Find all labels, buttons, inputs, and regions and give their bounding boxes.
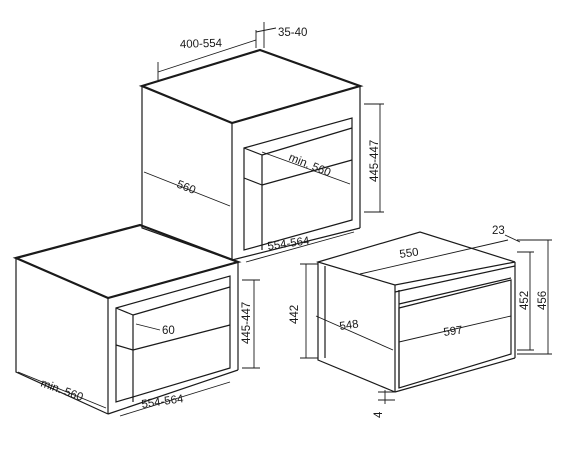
oven-unit xyxy=(315,231,516,393)
undercounter-cabinet xyxy=(12,223,242,415)
label-upper-inner-width: 554-564 xyxy=(267,235,311,253)
dimension-lines xyxy=(17,22,552,417)
label-oven-total-height: 456 xyxy=(537,291,549,310)
label-upper-height: 445-447 xyxy=(369,140,381,182)
label-oven-front-width: 597 xyxy=(443,324,464,339)
label-oven-top-offset: 23 xyxy=(492,225,505,237)
label-lower-depth: min. 560 xyxy=(39,378,85,404)
label-upper-width: 400-554 xyxy=(180,38,223,51)
label-lower-width: 554-564 xyxy=(141,393,185,411)
label-lower-vent: 60 xyxy=(162,325,175,337)
label-lower-height: 445-447 xyxy=(241,302,253,344)
label-upper-inner-depth: min. 560 xyxy=(287,152,332,180)
label-oven-bottom-gap: 4 xyxy=(373,411,385,418)
label-upper-offset: 35-40 xyxy=(278,27,307,39)
label-upper-depth: 560 xyxy=(175,179,197,197)
label-oven-top-width: 550 xyxy=(399,246,420,261)
label-oven-depth: 548 xyxy=(339,318,360,333)
label-oven-side-height: 442 xyxy=(289,305,301,324)
column-cabinet xyxy=(138,48,364,261)
label-oven-front-height: 452 xyxy=(519,291,531,310)
